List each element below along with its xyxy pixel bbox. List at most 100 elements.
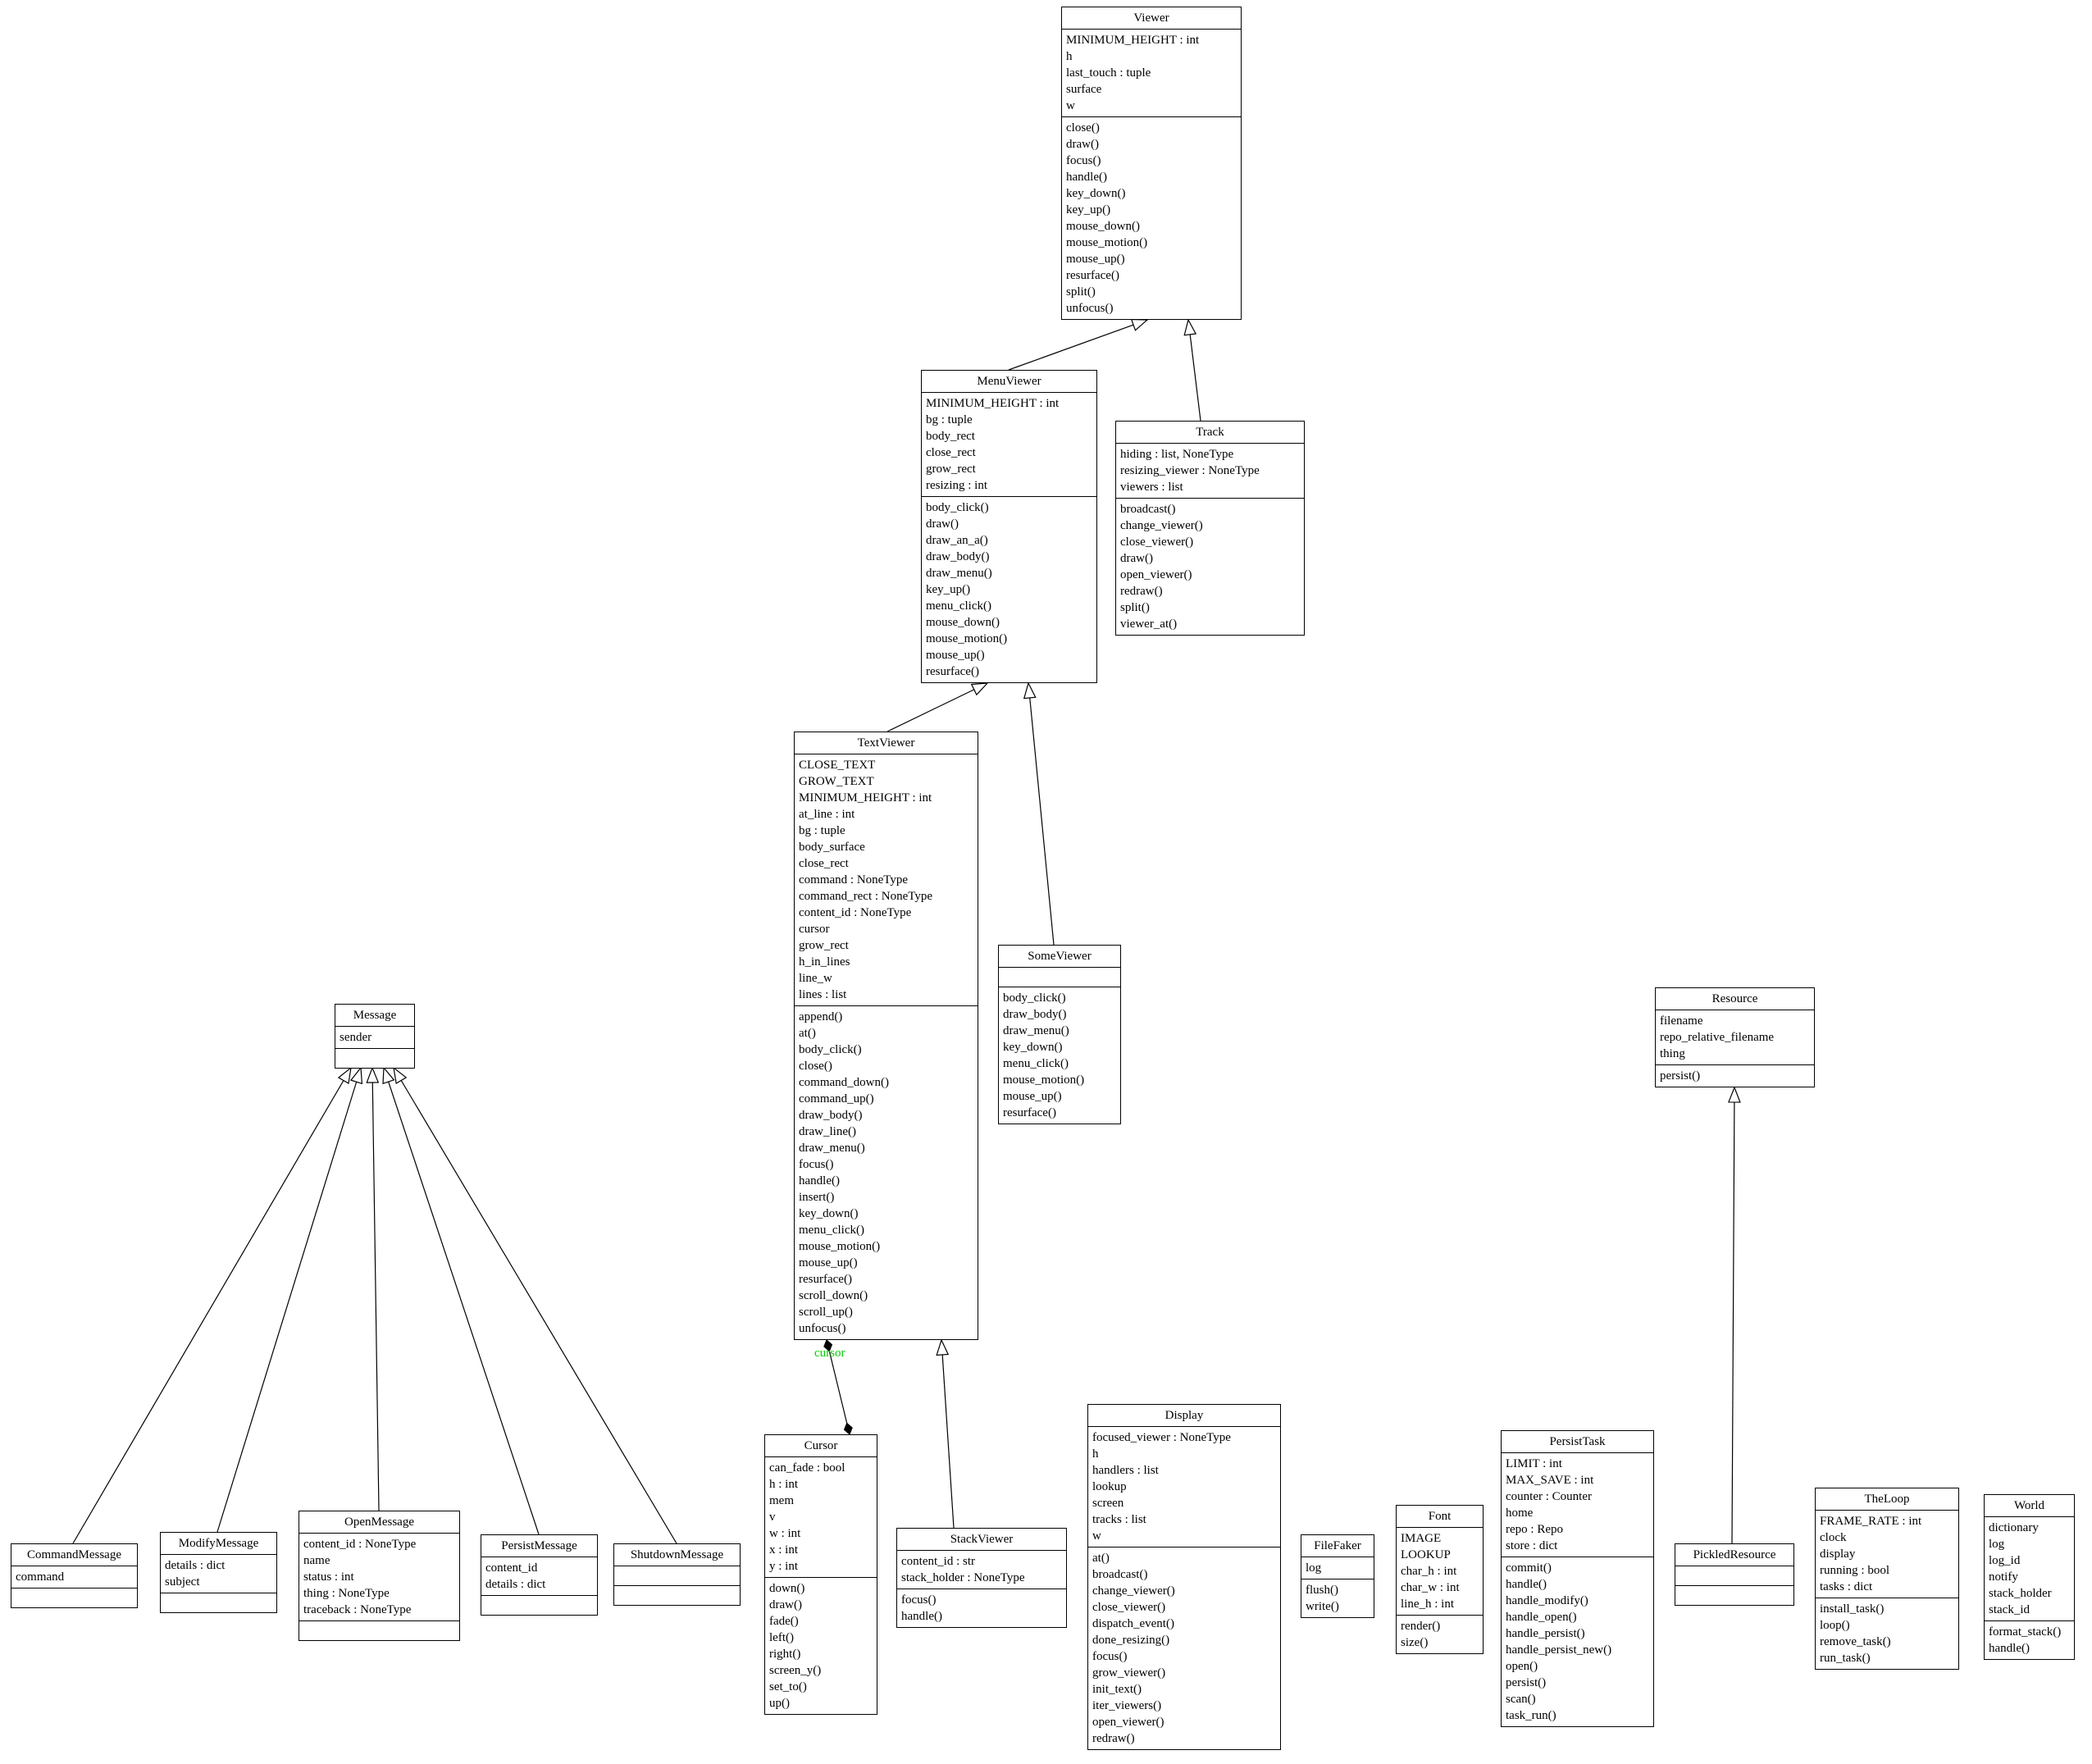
attribute: can_fade : bool: [769, 1461, 845, 1475]
class-box-ShutdownMessage: ShutdownMessage: [613, 1543, 741, 1606]
method: task_run(): [1506, 1709, 1556, 1722]
class-title: Display: [1165, 1409, 1204, 1422]
attribute: filename: [1660, 1014, 1703, 1028]
attribute: body_surface: [799, 841, 865, 854]
method: size(): [1401, 1636, 1429, 1649]
method: set_to(): [769, 1680, 807, 1693]
method: draw_an_a(): [926, 534, 988, 547]
method: resurface(): [1066, 269, 1119, 282]
method: mouse_up(): [799, 1256, 858, 1269]
method: done_resizing(): [1092, 1634, 1170, 1647]
attribute: char_h : int: [1401, 1565, 1457, 1578]
class-methods-section: commit()handle()handle_modify()handle_op…: [1502, 1557, 1653, 1726]
attribute: FRAME_RATE : int: [1820, 1515, 1922, 1528]
method: iter_viewers(): [1092, 1699, 1162, 1712]
attribute: w: [1092, 1529, 1101, 1543]
method: down(): [769, 1582, 805, 1595]
attribute: IMAGE: [1401, 1532, 1442, 1545]
method: insert(): [799, 1191, 835, 1204]
attribute: content_id : NoneType: [799, 906, 912, 919]
attribute: counter : Counter: [1506, 1490, 1592, 1503]
method: render(): [1401, 1620, 1441, 1633]
attribute: command: [16, 1570, 65, 1584]
method: scroll_down(): [799, 1289, 868, 1302]
attribute: close_rect: [799, 857, 849, 870]
method: redraw(): [1120, 585, 1163, 598]
class-title: ModifyMessage: [178, 1537, 259, 1550]
method: remove_task(): [1820, 1635, 1891, 1648]
attribute: grow_rect: [799, 939, 849, 952]
attribute: stack_holder: [1989, 1587, 2052, 1600]
class-title: Track: [1196, 426, 1224, 439]
attribute: content_id : str: [901, 1555, 975, 1568]
method: handle(): [1506, 1578, 1547, 1591]
attribute: clock: [1820, 1531, 1847, 1544]
method: command_up(): [799, 1092, 874, 1105]
method: key_up(): [926, 583, 971, 596]
attribute: running : bool: [1820, 1564, 1889, 1577]
class-title: World: [2013, 1499, 2045, 1512]
method: redraw(): [1092, 1732, 1135, 1745]
class-title: Viewer: [1133, 11, 1169, 25]
method: body_click(): [799, 1043, 862, 1056]
method: mouse_up(): [1003, 1090, 1062, 1103]
attribute: command_rect : NoneType: [799, 890, 933, 903]
attribute: MAX_SAVE : int: [1506, 1474, 1594, 1487]
attribute: cursor: [799, 923, 830, 936]
class-methods-section: render() size(): [1397, 1615, 1483, 1653]
method: scan(): [1506, 1693, 1536, 1706]
method: draw(): [769, 1598, 802, 1611]
class-box-PickledResource: PickledResource: [1675, 1543, 1794, 1606]
method: open_viewer(): [1092, 1716, 1165, 1729]
attribute: notify: [1989, 1570, 2018, 1584]
method: handle_modify(): [1506, 1594, 1588, 1607]
method: close(): [799, 1060, 832, 1073]
attribute: details : dict: [165, 1559, 226, 1572]
attribute: stack_holder : NoneType: [901, 1571, 1025, 1584]
method: draw_body(): [926, 550, 990, 563]
class-title: ShutdownMessage: [630, 1548, 724, 1561]
method: open_viewer(): [1120, 568, 1192, 581]
method: mouse_motion(): [1003, 1073, 1085, 1087]
class-title: Message: [353, 1009, 397, 1022]
method: resurface(): [926, 665, 979, 678]
method: handle(): [799, 1174, 840, 1187]
class-attributes-section: [1675, 1566, 1793, 1585]
method: run_task(): [1820, 1652, 1871, 1665]
class-box-StackViewer: StackViewer content_id : str stack_holder …: [896, 1528, 1067, 1628]
attribute: MINIMUM_HEIGHT : int: [926, 397, 1060, 410]
attribute: LIMIT : int: [1506, 1457, 1562, 1470]
method: commit(): [1506, 1561, 1552, 1575]
method: persist(): [1660, 1069, 1701, 1083]
method: mouse_down(): [926, 616, 1000, 629]
method: append(): [799, 1010, 843, 1023]
attribute: v: [769, 1511, 776, 1524]
attribute: bg : tuple: [799, 824, 845, 837]
class-title: SomeViewer: [1028, 950, 1092, 963]
class-attributes-section: [614, 1566, 740, 1585]
method: draw_menu(): [1003, 1024, 1069, 1037]
class-attributes-section: [999, 967, 1120, 987]
method: key_up(): [1066, 203, 1111, 217]
method: viewer_at(): [1120, 618, 1178, 631]
method: close_viewer(): [1092, 1601, 1166, 1614]
association-label-cursor: cursor: [814, 1347, 845, 1360]
method: mouse_motion(): [1066, 236, 1148, 249]
attribute: last_touch : tuple: [1066, 66, 1151, 80]
class-title: StackViewer: [950, 1533, 1014, 1546]
method: broadcast(): [1120, 503, 1176, 516]
attribute: home: [1506, 1506, 1534, 1520]
method: focus(): [1066, 154, 1101, 167]
